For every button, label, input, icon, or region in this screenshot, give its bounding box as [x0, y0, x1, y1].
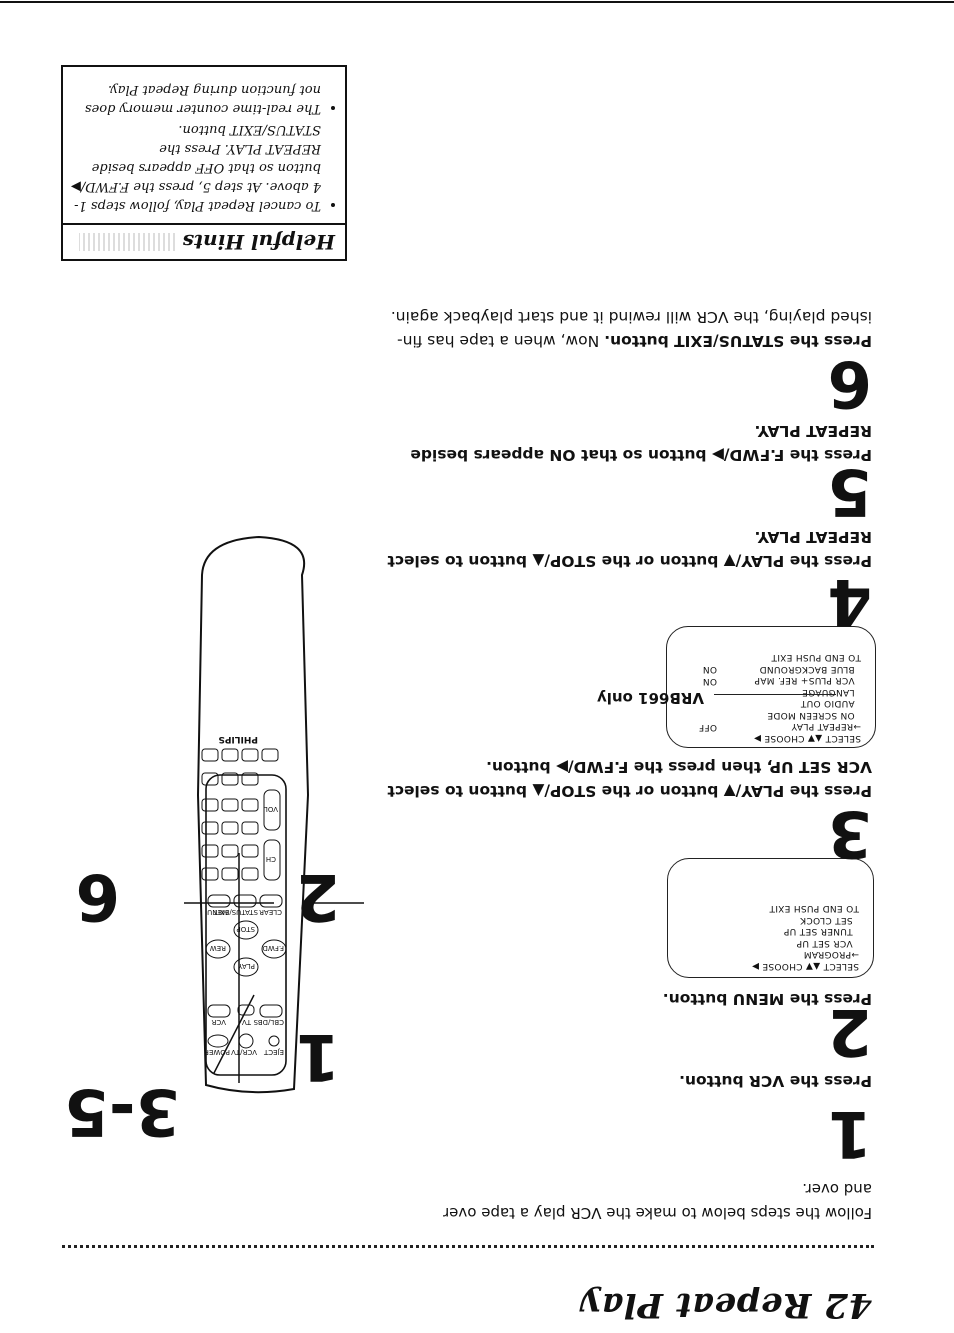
remote-label-stop: STOP — [237, 925, 255, 933]
callout-1: 1 — [295, 1019, 340, 1093]
vol-rocker — [263, 789, 281, 831]
clear-button — [259, 894, 283, 908]
screen-line: TO END PUSH EXIT — [771, 652, 861, 663]
step-3-line-1: Press the PLAY/▼ button or the STOP/▲ bu… — [387, 782, 872, 800]
step-3-line-2: VCR SET UP, then press the F.FWD/▶ butto… — [486, 758, 872, 776]
hint-item: To cancel Repeat Play, follow steps 1-4 … — [69, 120, 321, 215]
remote-labels: EJECT VCR/TV POWER CBL/DBS TV VCR PLAY S… — [204, 734, 284, 1056]
step-2-text: Press the MENU button. — [662, 990, 872, 1008]
screen-line: TUNER SET UP — [783, 926, 859, 937]
remote-label-vol: VOL — [264, 805, 278, 813]
remote-label-status: STATUS/EXIT — [213, 908, 258, 916]
hints-list: To cancel Repeat Play, follow steps 1-4 … — [69, 78, 335, 215]
stop-button — [233, 920, 259, 940]
blue-background-value: ON — [702, 664, 717, 674]
page-title: 42 Repeat Play — [580, 1285, 872, 1325]
remote-label-rew: REW — [210, 944, 226, 952]
screen-line: VCR SET UP — [796, 938, 859, 948]
remote-label-ffwd: F.FWD — [263, 944, 284, 952]
screen-line: AUDIO OUT — [800, 698, 861, 709]
callout-lines — [184, 853, 364, 1083]
screen-line: TO END PUSH EXIT — [769, 903, 859, 914]
hints-header: Helpful Hints — [63, 223, 345, 259]
menu-button — [207, 894, 231, 908]
step-1-number: 1 — [827, 1096, 872, 1170]
remote-label-power: POWER — [204, 1048, 230, 1056]
rew-button — [205, 939, 231, 959]
step-3-number: 3 — [827, 796, 872, 870]
remote-label-vcrtv: VCR/TV — [231, 1048, 257, 1056]
number-keys — [201, 748, 279, 881]
hint-item: The real-time counter memory does not fu… — [69, 80, 321, 118]
callout-6: 6 — [75, 859, 120, 933]
step-4-line-2: REPEAT PLAY. — [754, 528, 872, 546]
ffwd-button — [261, 939, 287, 959]
step-5-text: Press the F.FWD/▶ button so that ON appe… — [372, 419, 872, 467]
screen-line: →REPEAT PLAY — [791, 721, 861, 732]
remote-label-clear: CLEAR — [259, 908, 282, 916]
screen-line: LANGUAGE — [801, 687, 861, 697]
hints-header-shading — [79, 233, 175, 251]
screen-line: VCR PLUS+ REF. MAP — [754, 675, 861, 686]
vcr-plus-value: ON — [702, 676, 717, 686]
step-5-line-2: REPEAT PLAY. — [754, 422, 872, 440]
step-5-line-1: Press the F.FWD/▶ button so that ON appe… — [410, 446, 872, 464]
step-6-number: 6 — [827, 346, 872, 420]
step-1-text: Press the VCR button. — [679, 1072, 872, 1090]
dotted-divider — [62, 1245, 874, 1248]
step-6-line-2: ished playing, the VCR will rewind it an… — [390, 308, 872, 326]
remote-label-vcr: VCR — [211, 1018, 226, 1026]
screen-line: SELECT ▲▼ CHOOSE ▶ — [753, 733, 861, 743]
power-button — [207, 1034, 229, 1048]
screen-line: ON SCREEN MODE — [767, 710, 861, 720]
vcr-setup-screen: SELECT ▲▼ CHOOSE ▶ →REPEAT PLAY ON SCREE… — [666, 626, 876, 748]
step-4-line-1: Press the PLAY/▼ button or the STOP/▲ bu… — [387, 552, 872, 570]
intro-text: Follow the steps below to make the VCR p… — [443, 1180, 872, 1222]
step-6-text: Press the STATUS/EXIT button. Now, when … — [352, 305, 872, 353]
step-5-number: 5 — [827, 454, 872, 528]
step-3-text: Press the PLAY/▼ button or the STOP/▲ bu… — [372, 755, 872, 803]
bottom-rule — [0, 1, 954, 3]
hints-title: Helpful Hints — [182, 230, 335, 254]
vrb-only-label: VRB661 only — [596, 689, 704, 707]
status-exit-button — [233, 894, 257, 908]
vcr-button — [207, 1004, 231, 1018]
eject-button — [268, 1035, 280, 1047]
remote-label-play: PLAY — [237, 962, 255, 970]
remote-label-menu: MENU — [207, 908, 228, 916]
remote-label-tv: TV — [242, 1018, 252, 1026]
tv-menu-screen: SELECT ▲▼ CHOOSE ▶ →PROGRAM VCR SET UP T… — [667, 858, 874, 978]
ch-rocker — [263, 839, 281, 881]
step-4-number: 4 — [827, 564, 872, 638]
vrb-pointer-line — [714, 694, 836, 695]
step-6-plain: Now, when a tape has fin- — [397, 332, 605, 350]
screen-line: →PROGRAM — [803, 949, 860, 960]
repeat-play-value: OFF — [698, 722, 717, 732]
remote-control-illustration: EJECT VCR/TV POWER CBL/DBS TV VCR PLAY S… — [196, 535, 310, 1094]
remote-brand: PHILIPS — [218, 734, 258, 744]
step-4-text: Press the PLAY/▼ button or the STOP/▲ bu… — [372, 525, 872, 573]
cbldbs-button — [259, 1004, 283, 1018]
screen-line: SET CLOCK — [799, 915, 859, 925]
screen-line: SELECT ▲▼ CHOOSE ▶ — [751, 961, 859, 971]
callout-2: 2 — [295, 859, 340, 933]
remote-label-eject: EJECT — [263, 1048, 284, 1056]
step-6-bold: Press the STATUS/EXIT button. — [604, 332, 872, 350]
callout-3-5: 3-5 — [64, 1074, 180, 1148]
helpful-hints-box: Helpful Hints To cancel Repeat Play, fol… — [61, 65, 347, 261]
tv-button — [237, 1004, 255, 1016]
play-button — [233, 957, 259, 977]
remote-label-ch: CH — [266, 855, 276, 863]
screen-line: BLUE BACKGROUND — [759, 664, 861, 674]
remote-buttons — [201, 748, 287, 1049]
remote-label-cbldbs: CBL/DBS — [253, 1018, 284, 1026]
